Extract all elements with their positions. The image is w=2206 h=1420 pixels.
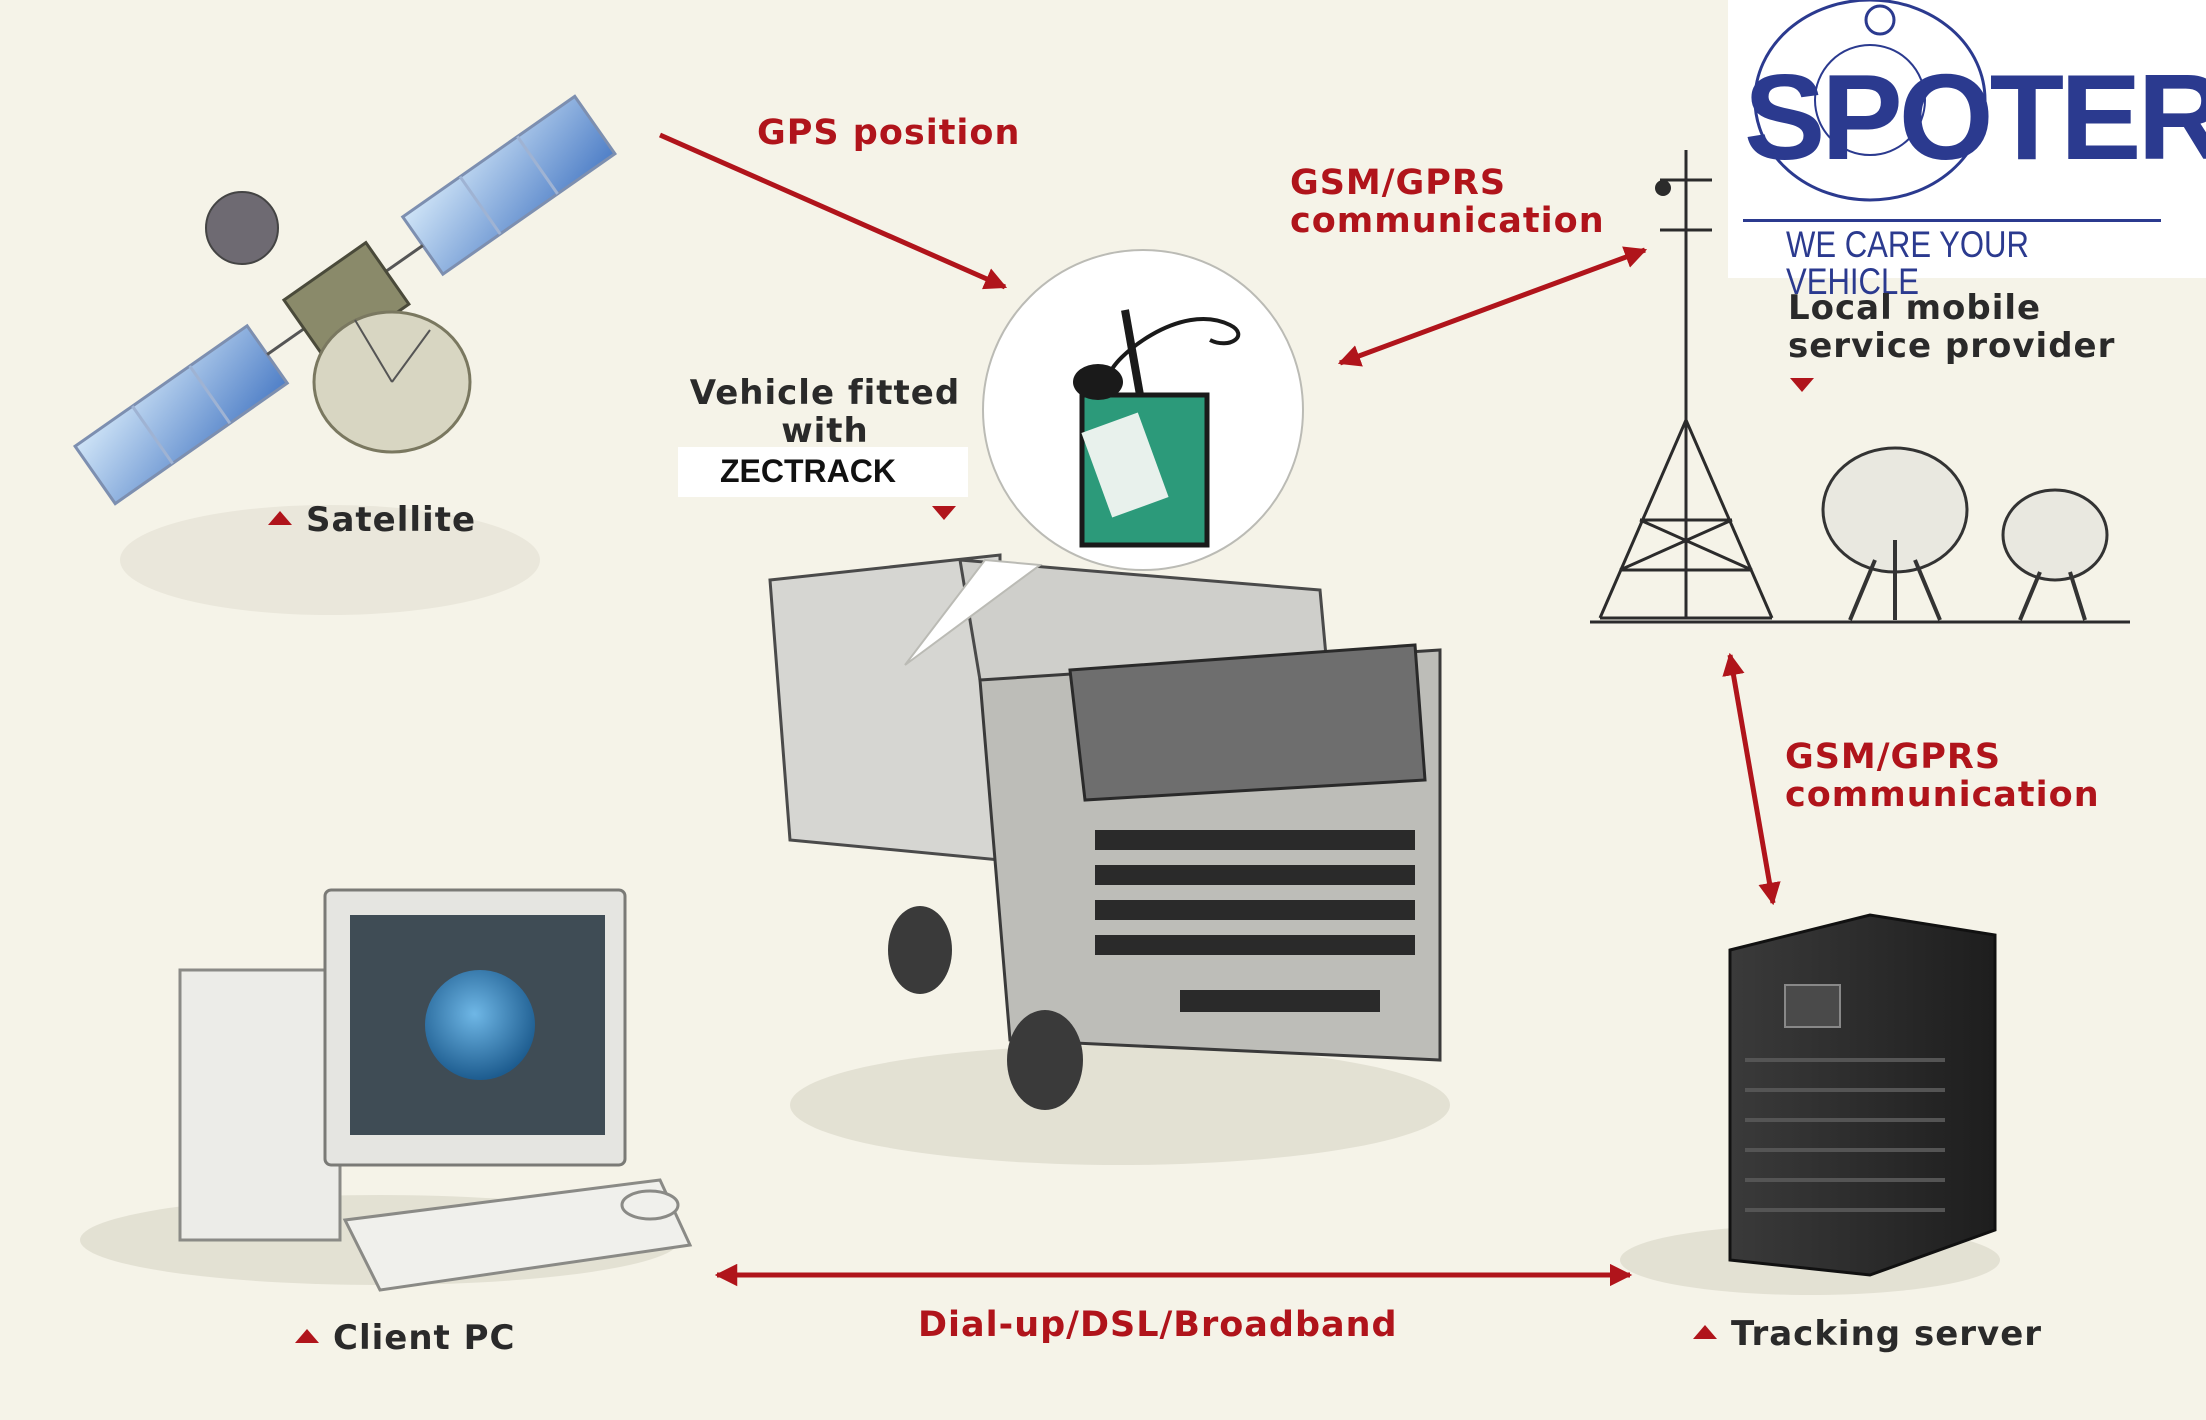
truck-illustration <box>768 553 1450 1165</box>
vehicle-label-line1: Vehicle fitted <box>689 373 961 413</box>
device-name-label: ZECTRACK <box>720 453 896 489</box>
gsm-gprs-right-line1: GSM/GPRS <box>1785 737 2002 777</box>
cell-tower-illustration <box>1590 150 2130 624</box>
tracking-server-label: Tracking server <box>1693 1314 2042 1355</box>
triangle-up-icon <box>268 510 292 525</box>
gps-position-arrow <box>658 132 1008 290</box>
triangle-up-icon <box>1693 1324 1717 1339</box>
satellite-label: Satellite <box>268 500 476 541</box>
gsm-gprs-right-line2: communication <box>1785 775 2100 815</box>
client-pc-illustration <box>80 888 693 1292</box>
dial-up-text: Dial-up/DSL/Broadband <box>918 1305 1398 1345</box>
triangle-down-icon <box>932 506 956 520</box>
vehicle-label: Vehicle fitted with <box>680 374 970 450</box>
gsm-gprs-top-line2: communication <box>1290 201 1605 241</box>
logo-tagline: WE CARE YOUR VEHICLE <box>1786 224 2029 302</box>
provider-label-line2: service provider <box>1788 326 2116 366</box>
satellite-illustration <box>72 94 618 615</box>
provider-label-line1: Local mobile <box>1788 288 2042 328</box>
provider-label: Local mobile service provider <box>1788 289 2115 365</box>
vehicle-label-line2: with <box>781 411 869 451</box>
gsm-gprs-top-arrow <box>1337 246 1648 367</box>
logo-wordmark: SPOTER <box>1744 49 2206 185</box>
gps-position-text: GPS position <box>757 113 1021 153</box>
gps-position-label: GPS position <box>757 112 1020 154</box>
logo-orbit-graphic <box>1753 0 1987 202</box>
client-pc-label: Client PC <box>295 1318 516 1359</box>
tracking-server-illustration <box>1620 913 2000 1295</box>
gsm-gprs-right-label: GSM/GPRS communication <box>1785 738 2100 814</box>
gsm-gprs-top-label: GSM/GPRS communication <box>1290 164 1605 240</box>
device-callout <box>904 249 1304 666</box>
tracking-server-label-text: Tracking server <box>1731 1314 2043 1354</box>
client-pc-label-text: Client PC <box>333 1318 516 1358</box>
triangle-down-icon <box>1790 378 1814 392</box>
device-name-box <box>678 447 968 497</box>
satellite-dish-illustration <box>1821 446 2109 621</box>
gsm-gprs-top-line1: GSM/GPRS <box>1290 163 1507 203</box>
dial-up-label: Dial-up/DSL/Broadband <box>918 1304 1398 1346</box>
satellite-label-text: Satellite <box>306 500 477 540</box>
logo-underline <box>1743 219 2161 222</box>
triangle-up-icon <box>295 1328 319 1343</box>
gsm-gprs-right-arrow <box>1722 652 1781 906</box>
